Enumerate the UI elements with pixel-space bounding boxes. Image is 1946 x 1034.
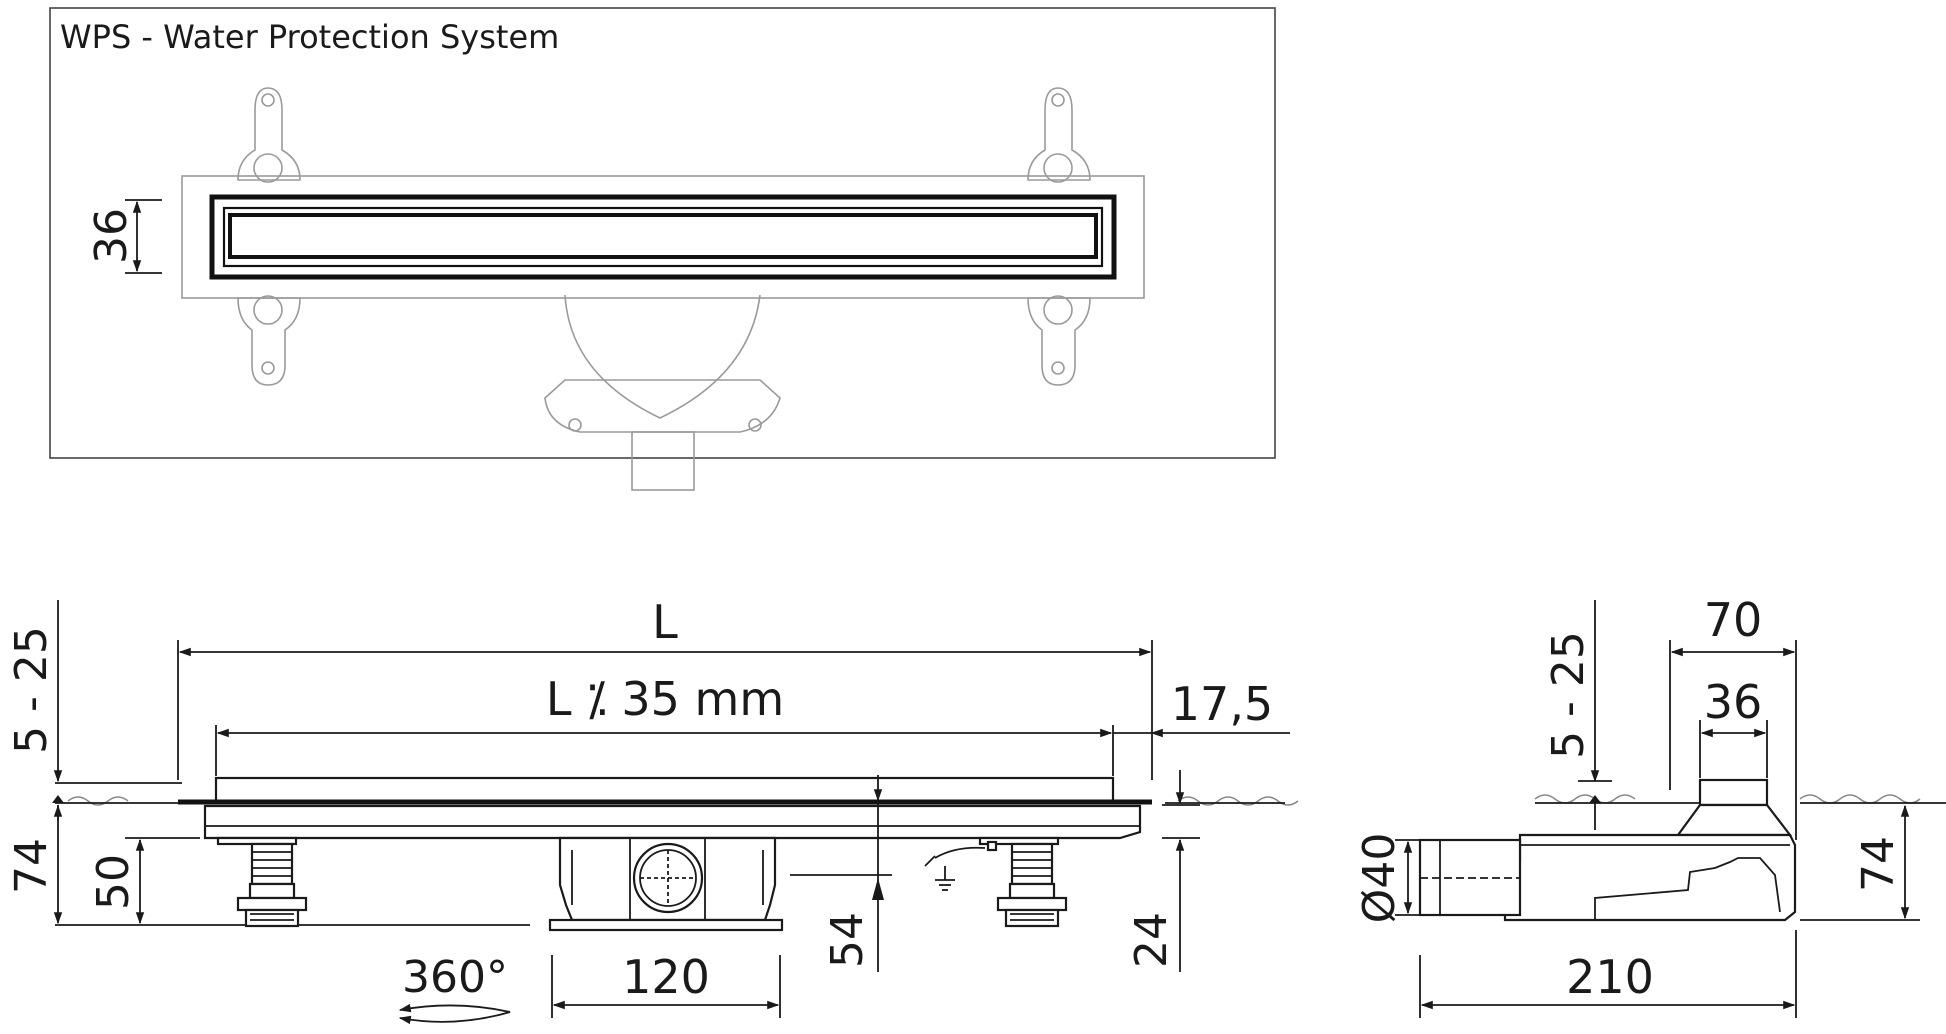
drawing-title: WPS - Water Protection System — [60, 18, 559, 56]
channel-outline — [181, 175, 1145, 299]
dim-section-height: 74 — [1800, 804, 1920, 921]
section-view: 70 36 5 - 25 Ø40 74 — [1354, 593, 1946, 1018]
dim-side-edge-offset: 17,5 — [1113, 677, 1290, 738]
outlet-icon — [548, 836, 784, 932]
foot-left-icon — [216, 836, 308, 928]
dim-side-outlet-offset-label: 24 — [1126, 912, 1177, 968]
dim-side-outlet-height: 54 — [790, 775, 892, 972]
dim-side-outlet-offset: 24 — [1126, 770, 1200, 972]
foot-right-icon — [978, 836, 1068, 928]
side-channel-body — [203, 804, 1142, 840]
dim-side-adjust-range-label: 5 - 25 — [6, 626, 57, 754]
dim-side-outlet-width: 120 — [551, 950, 781, 1018]
rotation-indicator: 360° — [398, 952, 511, 1025]
top-view: WPS - Water Protection System — [49, 7, 1276, 491]
dim-side-edge-offset-label: 17,5 — [1171, 677, 1273, 731]
dim-section-top-width-label: 70 — [1704, 593, 1763, 647]
bracket-bottom-right-icon — [1027, 295, 1091, 386]
side-grate — [214, 776, 1115, 804]
dim-side-outlet-width-label: 120 — [622, 950, 710, 1004]
dim-section-grate-width: 36 — [1699, 675, 1768, 778]
dim-side-body-height-label: 50 — [88, 854, 139, 910]
rotation-label: 360° — [402, 952, 508, 1003]
top-view-frame — [49, 7, 1276, 459]
section-grate — [1698, 778, 1769, 807]
dim-top-grate-width: 36 — [86, 199, 162, 274]
floor-line-right — [1165, 796, 1299, 806]
outlet-body-ghost-icon — [544, 294, 781, 491]
dim-top-grate-width-label: 36 — [86, 208, 137, 264]
dim-section-height-label: 74 — [1853, 836, 1904, 892]
dim-side-outlet-height-label: 54 — [822, 912, 873, 968]
bracket-top-right-icon — [1027, 87, 1091, 183]
dim-side-length: L — [177, 595, 1153, 780]
dim-side-body-height: 50 — [88, 837, 200, 925]
side-view: L L ⁒ 35 mm 17,5 5 - 25 74 — [6, 595, 1299, 1025]
dim-section-outlet-diameter-label: Ø40 — [1354, 833, 1405, 924]
dim-side-inner-length: L ⁒ 35 mm — [215, 672, 1114, 776]
dim-side-total-height: 74 — [6, 804, 63, 925]
dim-section-grate-width-label: 36 — [1704, 675, 1763, 729]
dim-section-total-width-label: 210 — [1566, 950, 1654, 1004]
dim-side-adjust-range: 5 - 25 — [6, 600, 64, 820]
dim-side-inner-length-label: L ⁒ 35 mm — [546, 672, 784, 726]
dim-side-length-label: L — [652, 595, 678, 649]
bracket-bottom-left-icon — [237, 295, 301, 386]
dim-section-adjust-range-label: 5 - 25 — [1543, 631, 1594, 759]
dim-section-total-width: 210 — [1419, 930, 1797, 1018]
section-funnel — [1675, 803, 1793, 837]
ground-symbol-icon — [924, 840, 998, 891]
section-body — [1503, 833, 1797, 922]
dim-section-top-width: 70 — [1669, 593, 1797, 840]
grate — [209, 194, 1117, 280]
rotation-arrow-icon — [398, 1003, 511, 1025]
dim-side-total-height-label: 74 — [6, 838, 57, 894]
dim-section-outlet-diameter: Ø40 — [1354, 833, 1420, 924]
dim-section-adjust-range: 5 - 25 — [1543, 600, 1612, 830]
bracket-top-left-icon — [237, 87, 301, 183]
